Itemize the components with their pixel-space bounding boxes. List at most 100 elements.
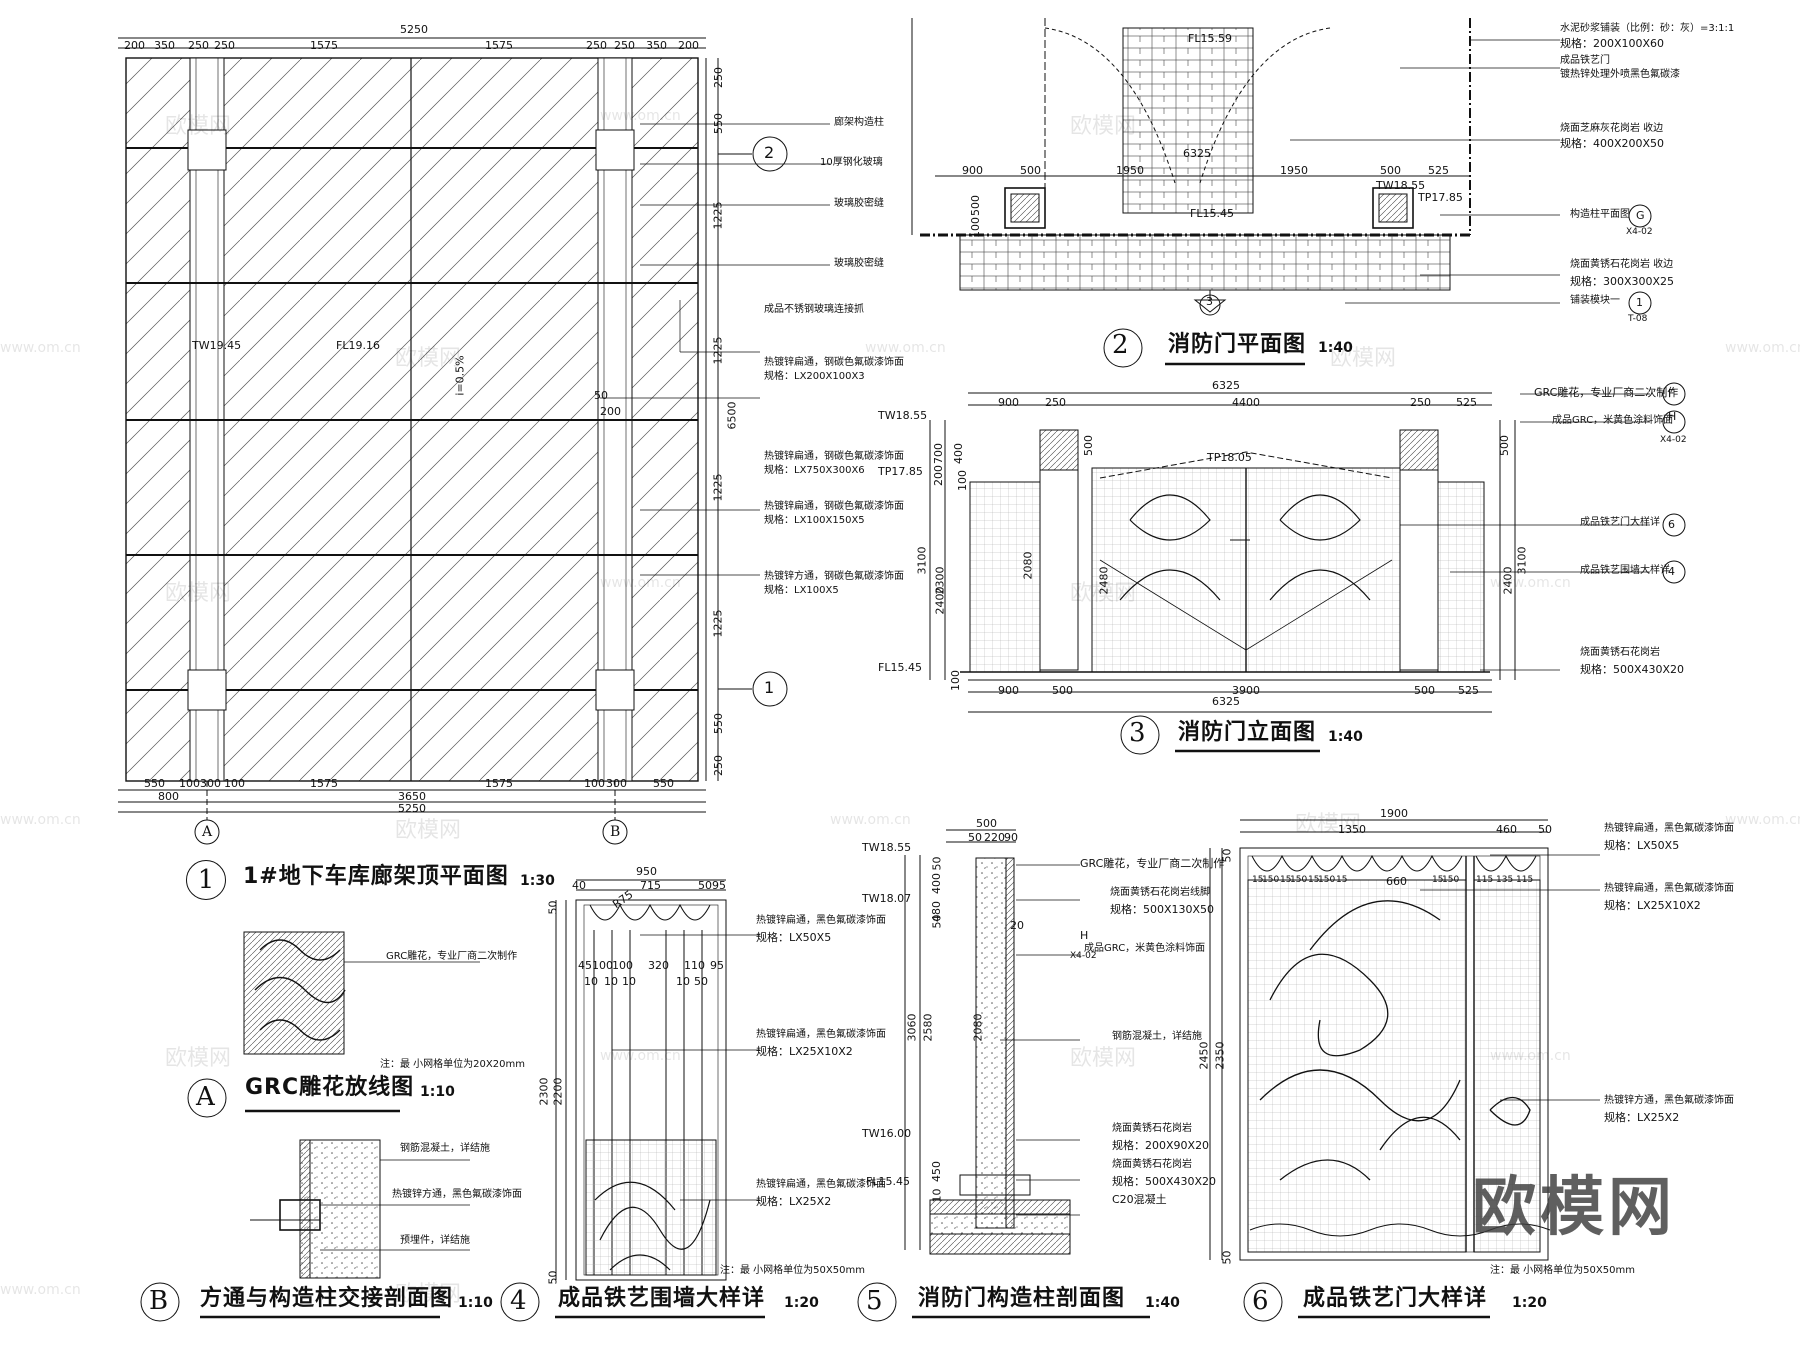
drawing-number-4: 4 bbox=[510, 1286, 527, 1316]
elev3-ref: 6 bbox=[1668, 518, 1675, 531]
elev3-top-dim: 900 bbox=[998, 396, 1019, 409]
plan1-bottom-dim: 300 bbox=[606, 777, 627, 790]
plan2-dim: 900 bbox=[962, 164, 983, 177]
watermark: www.om.cn bbox=[0, 1282, 81, 1298]
elev3-note: 成品GRC，米黄色涂料饰面 bbox=[1552, 415, 1674, 426]
drawing-number-2: 2 bbox=[1112, 330, 1129, 360]
detail5-note: C20混凝土 bbox=[1112, 1193, 1167, 1206]
drawing-number-1: 1 bbox=[186, 860, 226, 900]
detail6-note: 规格：LX25X2 bbox=[1604, 1111, 1680, 1124]
plan2-level: TP17.85 bbox=[1418, 191, 1463, 204]
plan2-ref-1: 1 bbox=[1636, 296, 1643, 309]
detail6-sub-dim: 15 bbox=[1280, 875, 1292, 885]
watermark: 欧模网 bbox=[1070, 1046, 1137, 1071]
plan1-right-dim: 1225 bbox=[711, 609, 725, 638]
plan2-ref-g-sheet: X4-02 bbox=[1626, 227, 1653, 237]
plan2-dim: 1950 bbox=[1116, 164, 1144, 177]
detail6-width: 1900 bbox=[1380, 807, 1408, 820]
watermark: 欧模网 bbox=[165, 114, 232, 139]
elev3-left-dim: 100 bbox=[949, 670, 962, 691]
detail4-remark: 注：最 小网格单位为50X50mm bbox=[720, 1265, 865, 1276]
plan-1 bbox=[118, 37, 830, 845]
detail5-note: 成品GRC，米黄色涂料饰面 bbox=[1084, 943, 1206, 954]
plan1-note: 成品不锈钢玻璃连接抓 bbox=[764, 304, 864, 315]
elev3-top-total: 6325 bbox=[1212, 379, 1240, 392]
axis-a-label: A bbox=[202, 824, 213, 840]
detail6-note: 规格：LX50X5 bbox=[1604, 839, 1680, 852]
detail4-width: 950 bbox=[636, 865, 657, 878]
scale-6: 1:20 bbox=[1512, 1295, 1547, 1311]
detail5-left-dim: 400 bbox=[930, 873, 943, 894]
detail6-sub-dim: 150 bbox=[1318, 875, 1336, 885]
title-5: 消防门构造柱剖面图 bbox=[918, 1286, 1126, 1311]
plan1-note: 热镀锌扁通，钢碳色氟碳漆饰面 bbox=[764, 451, 904, 462]
detail6-top-dim: 50 bbox=[1538, 823, 1552, 836]
plan2-dim-500: 500 bbox=[969, 195, 982, 216]
watermark: www.om.cn bbox=[600, 575, 681, 591]
axis-b-label: B bbox=[610, 824, 621, 840]
plan2-note: 规格：300X300X25 bbox=[1570, 275, 1675, 288]
elev3-left-dim: 200 bbox=[932, 465, 945, 486]
detail4-sub-dim: 10 bbox=[676, 975, 690, 988]
plan1-bottom-dim: 100 bbox=[179, 777, 200, 790]
plan2-note: 烧面芝麻灰花岗岩 收边 bbox=[1560, 123, 1664, 134]
watermark: www.om.cn bbox=[600, 1048, 681, 1064]
watermark: 欧模网 bbox=[395, 346, 462, 371]
plan1-bottom-dim: 100 bbox=[584, 777, 605, 790]
plan1-level-fl: FL19.16 bbox=[336, 339, 380, 352]
detail5-left-dim: 2580 bbox=[921, 1013, 935, 1042]
elev3-top-dim: 525 bbox=[1456, 396, 1477, 409]
detail5-level: FL15.45 bbox=[866, 1175, 910, 1188]
detail5-note: 钢筋混凝土，详结施 bbox=[1112, 1031, 1202, 1042]
plan1-bottom-dim: 300 bbox=[200, 777, 221, 790]
elev3-left-dim: 2400 bbox=[933, 586, 947, 615]
elev3-bottom-total: 6325 bbox=[1212, 695, 1240, 708]
drawing-number-b: B bbox=[149, 1286, 169, 1316]
plan1-note: 热镀锌方通，钢碳色氟碳漆饰面 bbox=[764, 571, 904, 582]
scale-b: 1:10 bbox=[458, 1295, 493, 1311]
plan2-total: 6325 bbox=[1183, 147, 1211, 160]
detail6-sub-dim: 115 bbox=[1476, 875, 1494, 885]
detail5-left-dim: 10 bbox=[930, 1188, 944, 1203]
plan1-right-dim: 1225 bbox=[711, 473, 725, 502]
detail6-height-dim: 50 bbox=[1220, 1250, 1234, 1265]
plan1-right-dim: 250 bbox=[712, 67, 725, 88]
scale-1: 1:30 bbox=[520, 873, 555, 889]
plan1-top-dim: 250 bbox=[188, 39, 209, 52]
detail5-top-dim: 220 bbox=[984, 831, 1005, 844]
plan1-note: 规格：LX200X100X3 bbox=[764, 371, 865, 382]
detail4-sub-dim: 10 bbox=[622, 975, 636, 988]
plan1-note: 热镀锌扁通，钢碳色氟碳漆饰面 bbox=[764, 501, 904, 512]
plan1-note: 廊架构造柱 bbox=[834, 117, 884, 128]
watermark: www.om.cn bbox=[1490, 1048, 1571, 1064]
detail4-note: 规格：LX50X5 bbox=[756, 931, 832, 944]
plan1-right-dim: 1225 bbox=[711, 201, 725, 230]
elev3-ref: 4 bbox=[1668, 565, 1675, 578]
elev3-ref-sheet: X4-02 bbox=[1660, 435, 1687, 445]
elev3-left-dim: 400 bbox=[952, 443, 965, 464]
plan1-note: 规格：LX100X150X5 bbox=[764, 515, 865, 526]
detail4-top-dim: 50 bbox=[698, 879, 712, 892]
plan1-bottom-dim: 1575 bbox=[485, 777, 513, 790]
detail6-sub-dim: 660 bbox=[1386, 875, 1407, 888]
elev3-bottom-dim: 525 bbox=[1458, 684, 1479, 697]
plan1-note: 规格：LX100X5 bbox=[764, 585, 839, 596]
detailB-note: 预埋件，详结施 bbox=[400, 1235, 470, 1246]
plan1-right-dim: 550 bbox=[712, 713, 725, 734]
elev3-level: TP17.85 bbox=[878, 465, 923, 478]
detail4-top-dim: 715 bbox=[640, 879, 661, 892]
plan1-bottom-dim: 100 bbox=[224, 777, 245, 790]
elev3-top-dim: 4400 bbox=[1232, 396, 1260, 409]
plan2-note: 构造柱平面图 bbox=[1570, 209, 1630, 220]
detail4-mid-dim: 95 bbox=[710, 959, 724, 972]
elev3-left-dim: 3100 bbox=[915, 546, 929, 575]
detail6-sub-dim: 150 bbox=[1290, 875, 1308, 885]
plan2-note: 成品铁艺门 bbox=[1560, 55, 1610, 66]
elev3-level: FL15.45 bbox=[878, 661, 922, 674]
detail6-sub-dim: 15 bbox=[1336, 875, 1348, 885]
detail-a bbox=[187, 931, 480, 1118]
plan2-level: FL15.45 bbox=[1190, 207, 1234, 220]
detail5-level: TW16.00 bbox=[862, 1127, 912, 1140]
elev3-level: TP18.05 bbox=[1207, 451, 1252, 464]
scale-4: 1:20 bbox=[784, 1295, 819, 1311]
